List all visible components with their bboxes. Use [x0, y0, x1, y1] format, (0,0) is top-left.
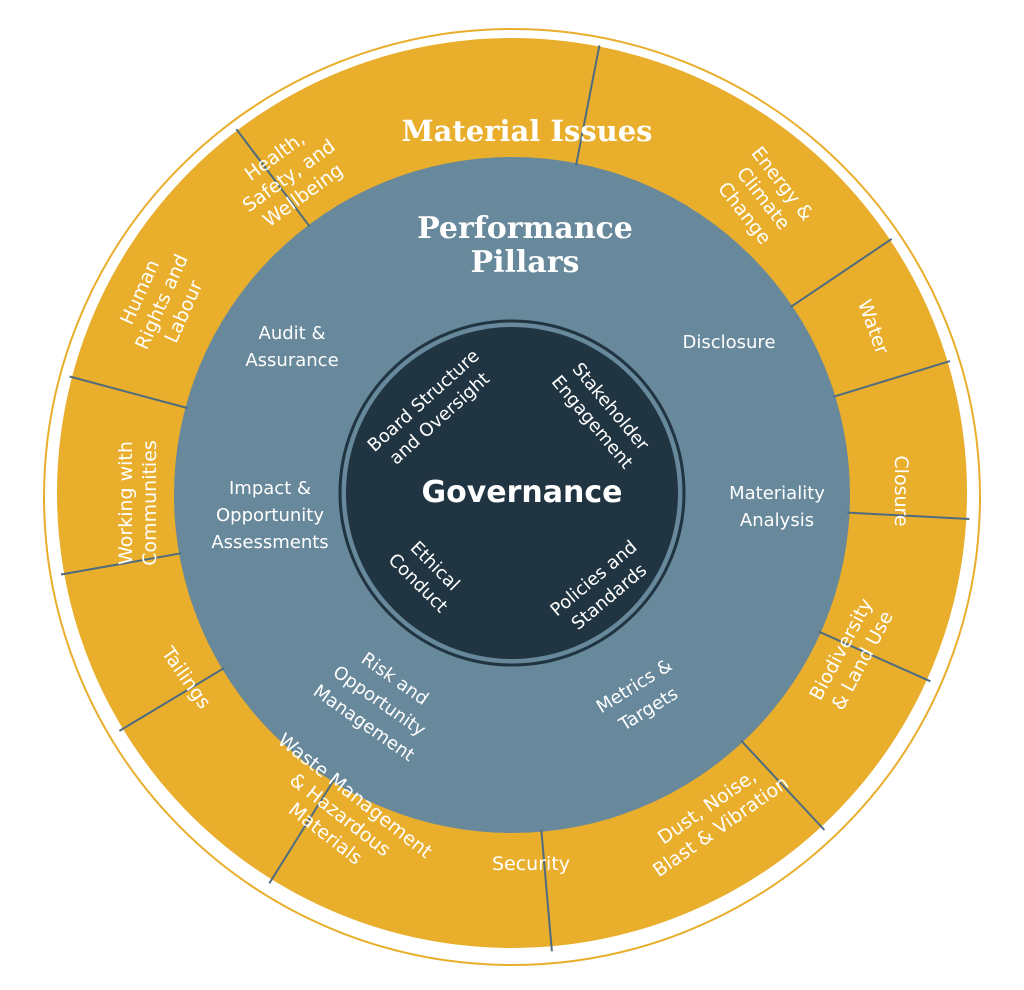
segment-divider — [118, 667, 225, 732]
segment-divider — [847, 511, 970, 520]
segment-divider — [833, 360, 951, 398]
material-issue-dividers — [60, 45, 970, 952]
governance-circle-outline — [338, 319, 686, 667]
segment-divider — [540, 829, 553, 952]
segment-divider — [60, 552, 182, 576]
svg-text:Audit &Assurance: Audit &Assurance — [245, 323, 338, 371]
performance-pillars-title-line1: Performance — [417, 211, 633, 246]
governance-title: Governance — [421, 475, 622, 510]
svg-text:Security: Security — [492, 853, 570, 875]
pillar-audit-assurance: Audit &Assurance — [245, 323, 338, 371]
segment-divider — [69, 375, 188, 409]
segment-divider — [235, 128, 311, 228]
svg-text:Disclosure: Disclosure — [682, 332, 775, 353]
material-issue-security: Security — [492, 853, 570, 875]
segment-divider — [740, 740, 826, 831]
segment-divider — [575, 45, 601, 166]
material-issue-closure: Closure — [890, 455, 912, 526]
performance-pillars-title-line2: Pillars — [471, 245, 580, 280]
pillar-disclosure: Disclosure — [682, 332, 775, 353]
segment-divider — [790, 238, 893, 308]
segment-divider — [818, 630, 931, 683]
outer-outline-ring — [43, 28, 981, 966]
svg-text:Closure: Closure — [890, 455, 912, 526]
material-issues-title: Material Issues — [401, 114, 652, 148]
governance-circle — [346, 327, 678, 659]
segment-divider — [268, 779, 335, 884]
